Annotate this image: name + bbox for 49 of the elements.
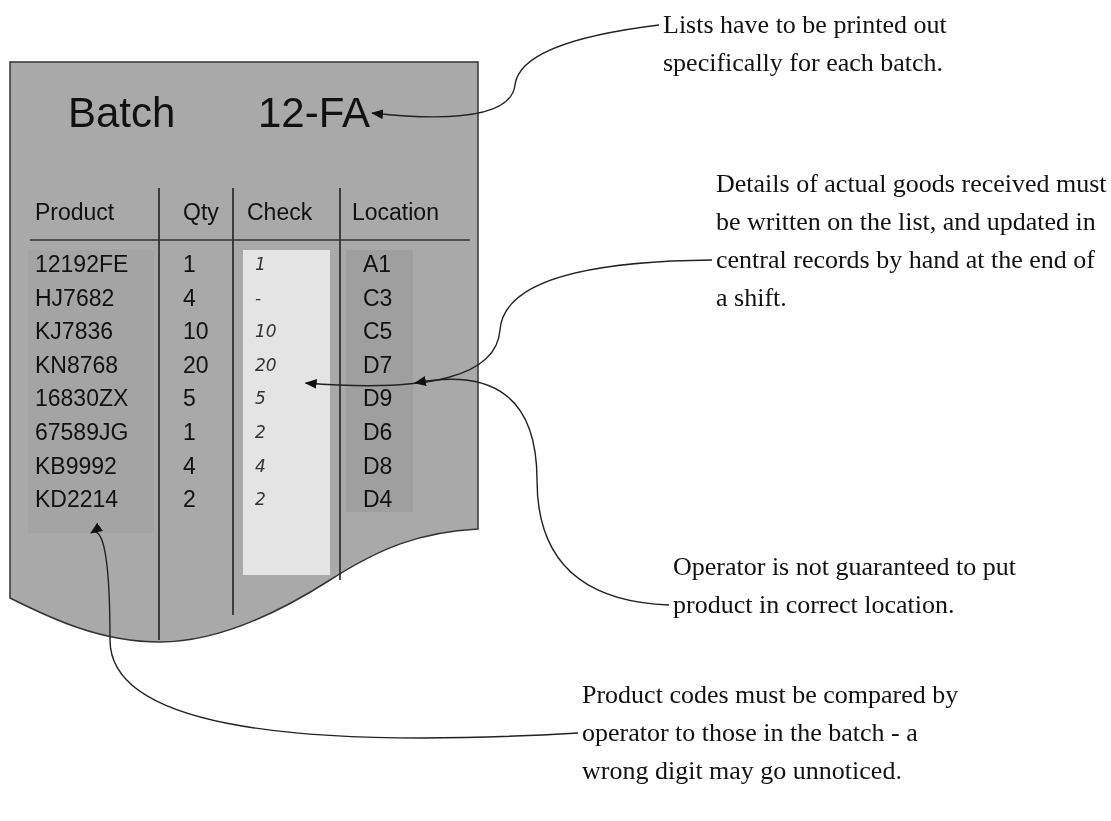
product-code: KB9992	[35, 454, 117, 478]
location-code: D9	[363, 387, 393, 411]
leader-line	[414, 376, 670, 606]
quantity: 5	[183, 387, 196, 411]
callout-note: Details of actual goods received must be written on the list, and updated in central records by hand at the end of a shift.	[716, 165, 1108, 317]
leader-line	[90, 524, 579, 739]
batch-number: 12-FA	[258, 92, 371, 134]
quantity: 4	[183, 454, 196, 478]
product-code: 67589JG	[35, 421, 129, 444]
location-code: C5	[363, 320, 393, 344]
product-code: KN8768	[35, 353, 119, 377]
product-code: 12192FE	[35, 253, 129, 276]
location-code: D8	[363, 454, 393, 478]
callout-note: Operator is not guaranteed to put product in correct location.	[673, 548, 1059, 624]
location-code: D6	[363, 421, 393, 444]
location-code: D7	[363, 353, 393, 377]
product-code: KJ7836	[35, 320, 113, 344]
quantity: 4	[183, 286, 196, 310]
column-heading: Product	[35, 201, 115, 224]
location-column	[346, 250, 413, 512]
check-entry: -	[255, 289, 262, 307]
quantity: 10	[183, 320, 209, 344]
leader-line	[371, 24, 660, 119]
check-column	[243, 250, 330, 575]
quantity: 1	[183, 253, 196, 276]
column-heading: Qty	[183, 201, 219, 224]
check-entry: 2	[255, 424, 266, 441]
check-entry: 1	[255, 256, 266, 273]
location-code: C3	[363, 286, 393, 310]
callout-note: Product codes must be compared by operator to those in the batch - a wrong digit may go unnoticed.	[582, 676, 960, 790]
product-code: 16830ZX	[35, 387, 129, 411]
leader-line	[304, 259, 713, 389]
quantity: 2	[183, 488, 196, 512]
callout-note: Lists have to be printed out specifically for each batch.	[663, 6, 1025, 82]
check-entry: 2	[255, 491, 266, 509]
product-column	[28, 250, 154, 533]
batch-heading: Batch	[68, 92, 176, 134]
location-code: A1	[363, 253, 392, 276]
check-entry: 10	[255, 323, 277, 341]
check-entry: 5	[255, 390, 266, 408]
check-entry: 20	[255, 356, 277, 374]
quantity: 1	[183, 421, 196, 444]
quantity: 20	[183, 353, 209, 377]
product-code: KD2214	[35, 488, 119, 512]
check-entry: 4	[255, 457, 266, 475]
location-code: D4	[363, 488, 393, 512]
column-heading: Check	[247, 201, 313, 224]
column-heading: Location	[352, 201, 439, 224]
product-code: HJ7682	[35, 286, 115, 310]
